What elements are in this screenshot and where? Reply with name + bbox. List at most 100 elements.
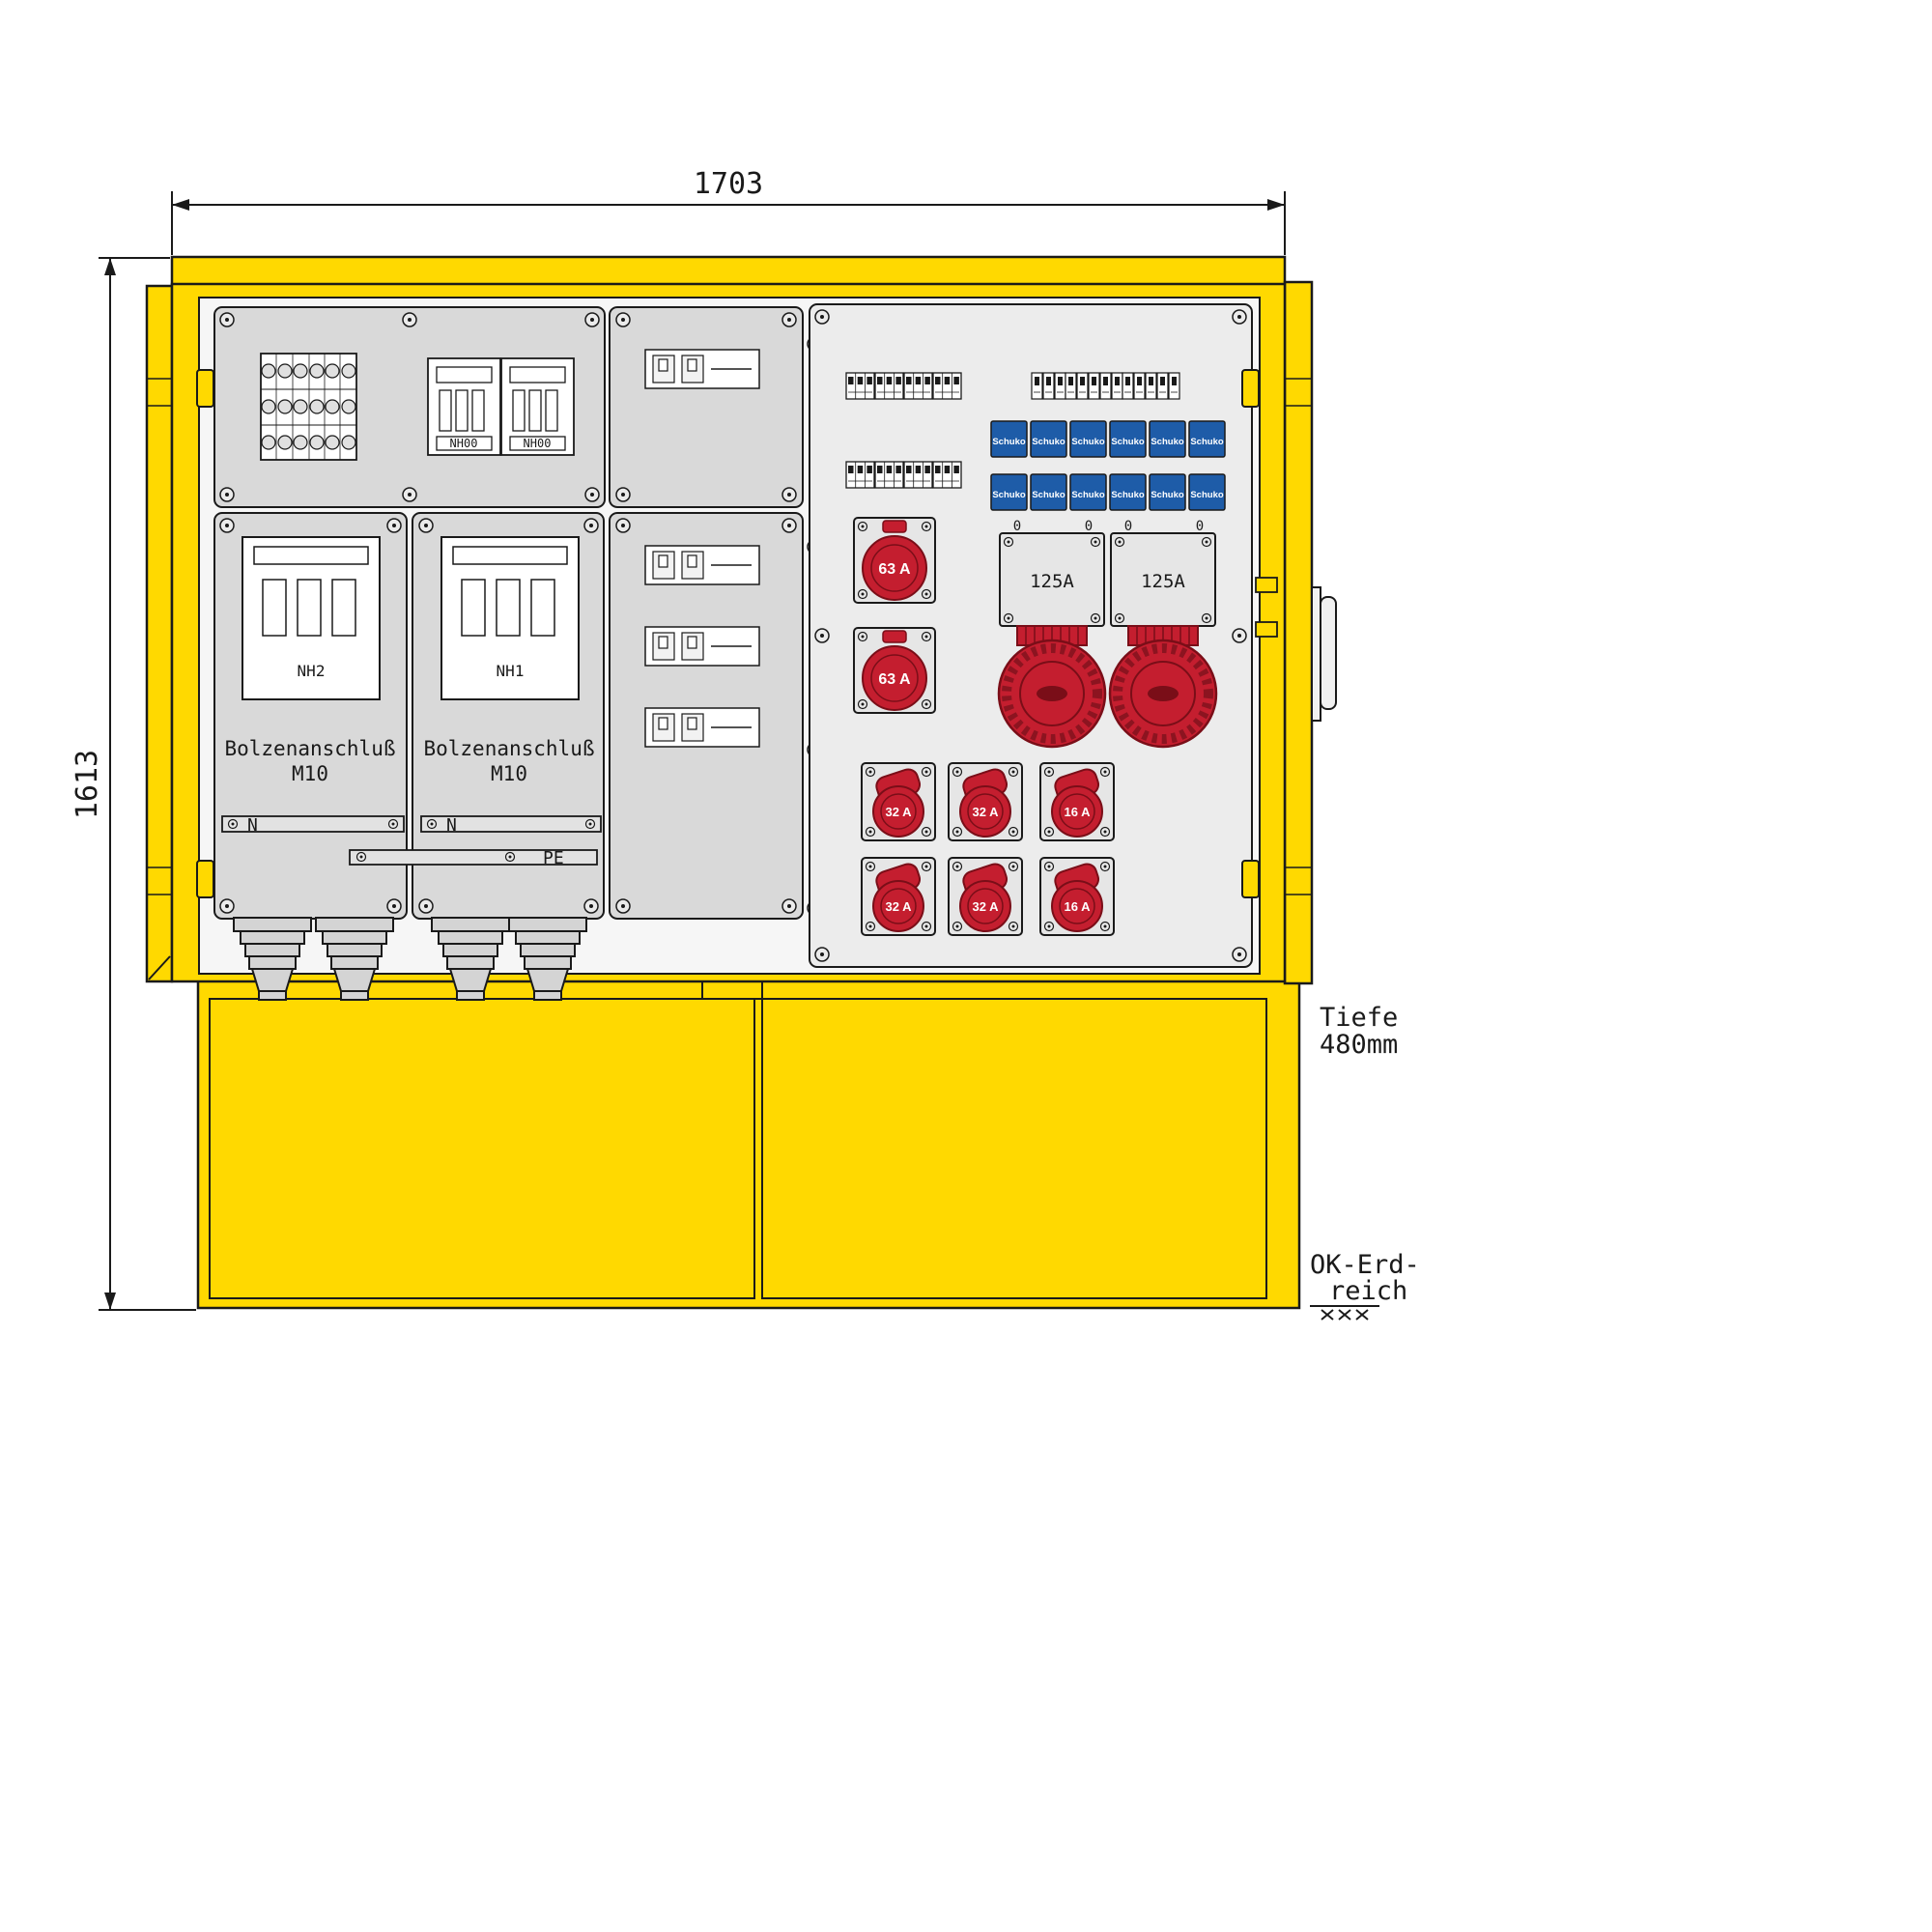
svg-text:Schuko: Schuko [1190, 437, 1224, 447]
left-bay: NH00 NH00 NH2 Bolzenanschluß M10 NH1 Bol… [213, 306, 822, 920]
screw-icon [615, 518, 631, 533]
cee-socket-16a-2: 16 A [1040, 858, 1114, 935]
cee-socket-32a-3: 32 A [862, 858, 935, 935]
screw-icon [781, 312, 797, 327]
zero-mark: 0 [1085, 519, 1093, 534]
ground-label-line1: OK-Erd- [1310, 1250, 1420, 1280]
base-door-right [761, 998, 1267, 1299]
schuko-socket: Schuko [1030, 420, 1067, 458]
schuko-socket: Schuko [1030, 473, 1067, 511]
schuko-socket: Schuko [1069, 420, 1107, 458]
pe-label: PE [543, 848, 564, 868]
screw-icon [615, 898, 631, 914]
svg-text:Schuko: Schuko [1071, 437, 1105, 447]
latch [1255, 621, 1278, 638]
svg-text:Schuko: Schuko [1151, 490, 1184, 500]
zero-mark: 0 [1124, 519, 1132, 534]
cee-unit-125a-2: 0 0 125A [1110, 519, 1216, 747]
zero-mark: 0 [1196, 519, 1204, 534]
screw-icon [1232, 628, 1247, 643]
screw-icon [584, 487, 600, 502]
schuko-socket: Schuko [1069, 473, 1107, 511]
cabinet-roof [170, 255, 1287, 288]
n-label-2: N [446, 815, 457, 836]
hinge-block [196, 860, 214, 898]
schuko-socket: Schuko [1109, 420, 1147, 458]
svg-text:63 A: 63 A [878, 671, 911, 688]
n-busbar-1: N [221, 815, 405, 836]
zero-mark: 0 [1013, 519, 1021, 534]
breaker-row-3 [1031, 372, 1180, 400]
depth-label-line2: 480mm [1320, 1030, 1398, 1060]
arrow-left-icon [172, 199, 189, 211]
screw-icon [402, 487, 417, 502]
nh00-fuse-base-1: NH00 [427, 357, 501, 456]
screw-icon [781, 518, 797, 533]
breaker-group [644, 626, 760, 667]
nh2-label: NH2 [298, 662, 326, 680]
svg-text:Schuko: Schuko [1071, 490, 1105, 500]
screw-icon [402, 312, 417, 327]
schuko-socket: Schuko [1149, 420, 1186, 458]
screw-icon [814, 628, 830, 643]
depth-label-line1: Tiefe [1320, 1003, 1398, 1033]
left-height-dimension: 1613 [71, 257, 196, 1311]
screw-icon [781, 898, 797, 914]
breaker-group [644, 707, 760, 748]
right-bay: Schuko Schuko Schuko Schuko Schuko Schuk… [809, 303, 1253, 968]
screw-icon [1232, 309, 1247, 325]
arrow-down-icon [104, 1293, 116, 1310]
cee-socket-63a-1: 63 A [854, 518, 935, 603]
door-handle [1320, 596, 1337, 710]
cee-socket-32a-2: 32 A [949, 763, 1022, 840]
bolzen-label-2-line1: Bolzenanschluß [423, 737, 594, 760]
screw-icon [219, 518, 235, 533]
ground-level-annotation: OK-Erd- reich [1310, 1250, 1420, 1321]
screw-icon [418, 518, 434, 533]
cee-125a-label-2: 125A [1141, 571, 1185, 592]
base-door-left [209, 998, 755, 1299]
cee-socket-63a-2: 63 A [854, 628, 935, 713]
panel-top-middle [609, 306, 804, 508]
svg-text:32 A: 32 A [886, 899, 913, 914]
nh2-switch: NH2 [242, 536, 381, 700]
bolzen-label-2-line2: M10 [491, 762, 527, 785]
n-label-1: N [247, 815, 258, 836]
svg-text:Schuko: Schuko [992, 437, 1026, 447]
screw-icon [583, 518, 599, 533]
svg-text:32 A: 32 A [973, 805, 1000, 819]
breaker-group [644, 545, 760, 585]
nh1-switch: NH1 [440, 536, 580, 700]
screw-icon [219, 312, 235, 327]
bolzen-label-1-line2: M10 [292, 762, 328, 785]
svg-text:Schuko: Schuko [1111, 490, 1145, 500]
svg-text:Schuko: Schuko [992, 490, 1026, 500]
screw-icon [781, 487, 797, 502]
top-width-dimension: 1703 [171, 167, 1286, 255]
screw-icon [814, 309, 830, 325]
breaker-row-2 [845, 461, 962, 489]
svg-text:Schuko: Schuko [1190, 490, 1224, 500]
arrow-right-icon [1267, 199, 1285, 211]
cee-socket-16a-1: 16 A [1040, 763, 1114, 840]
schuko-socket: Schuko [1188, 473, 1226, 511]
cee-socket-32a-4: 32 A [949, 858, 1022, 935]
svg-text:32 A: 32 A [973, 899, 1000, 914]
schuko-socket: Schuko [1149, 473, 1186, 511]
svg-text:16 A: 16 A [1065, 899, 1092, 914]
hinge-block [196, 369, 214, 408]
latch [1255, 577, 1278, 593]
hinge-block [1241, 860, 1260, 898]
cee-unit-125a-1: 0 0 125A [999, 519, 1105, 747]
svg-text:Schuko: Schuko [1032, 490, 1065, 500]
bolzen-label-1-line1: Bolzenanschluß [224, 737, 395, 760]
arrow-up-icon [104, 258, 116, 275]
screw-icon [615, 312, 631, 327]
svg-text:32 A: 32 A [886, 805, 913, 819]
hinges [196, 369, 1278, 898]
screw-icon [219, 898, 235, 914]
door-handle-bracket [1311, 586, 1321, 722]
width-dimension-label: 1703 [694, 167, 763, 201]
screw-icon [615, 487, 631, 502]
